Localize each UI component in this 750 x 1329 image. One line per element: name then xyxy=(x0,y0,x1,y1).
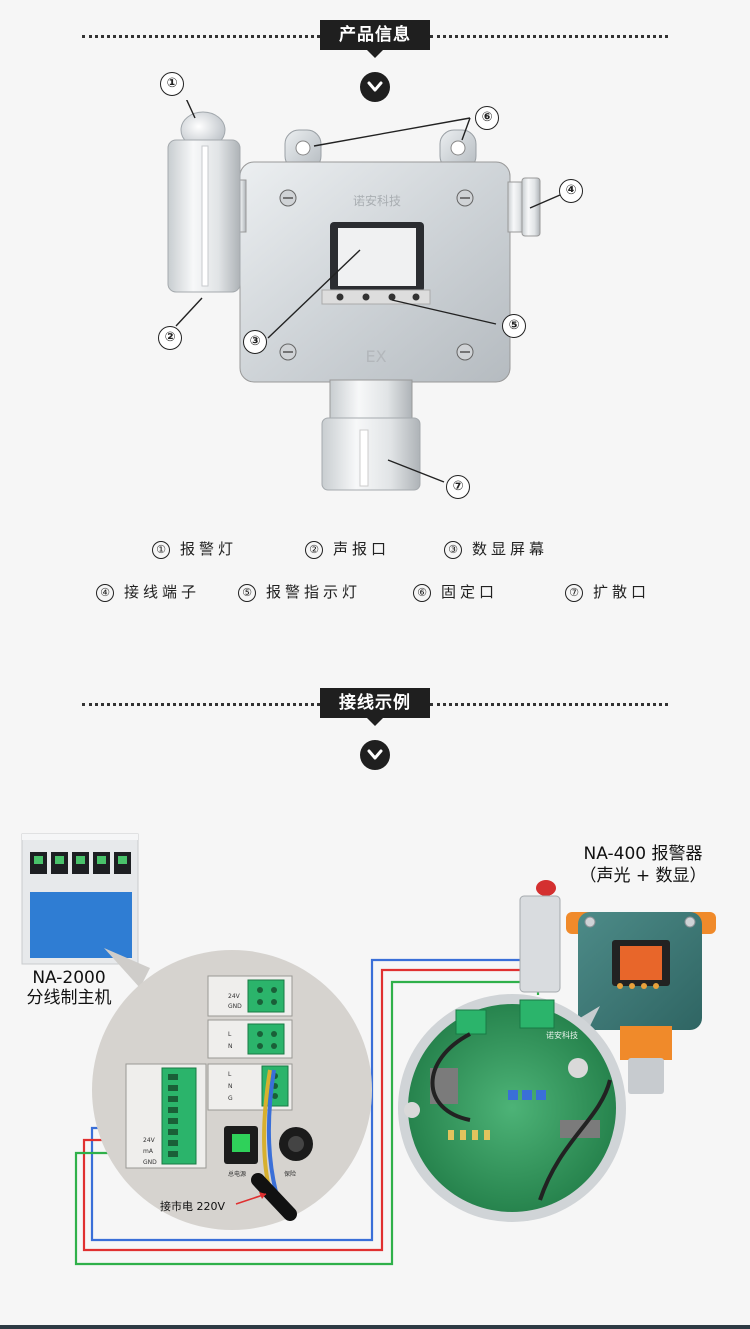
svg-text:保险: 保险 xyxy=(284,1170,296,1178)
chevron-down-icon xyxy=(360,740,390,770)
callout-1: ① xyxy=(160,72,184,96)
controller-model: NA-2000 xyxy=(32,968,106,988)
wiring-diagram: 24V GND L N L N G 24V mA GND 总电源 保险 接市电 … xyxy=(21,833,716,1266)
svg-text:诺安科技: 诺安科技 xyxy=(353,193,401,208)
svg-text:GND: GND xyxy=(228,1003,242,1010)
section-divider-right xyxy=(430,703,668,706)
chevron-down-icon xyxy=(360,72,390,102)
svg-text:EX: EX xyxy=(365,347,386,366)
footer-bar xyxy=(0,1325,750,1329)
svg-text:N: N xyxy=(228,1043,233,1050)
callout-5: ⑤ xyxy=(502,314,526,338)
alarm-model: NA-400 报警器 xyxy=(583,844,703,864)
svg-text:L: L xyxy=(228,1071,232,1078)
svg-text:mA: mA xyxy=(143,1148,154,1155)
svg-text:24V: 24V xyxy=(228,993,241,1000)
section-title-wiring-example: 接线示例 xyxy=(320,688,430,726)
svg-text:接市电 220V: 接市电 220V xyxy=(160,1199,225,1213)
gas-detector-illustration: 诺安科技 EX xyxy=(167,100,561,491)
callout-4: ④ xyxy=(559,179,583,203)
section-divider-left xyxy=(82,703,320,706)
svg-text:N: N xyxy=(228,1083,233,1090)
svg-text:L: L xyxy=(228,1031,232,1038)
svg-text:G: G xyxy=(228,1095,233,1102)
callout-3: ③ xyxy=(243,330,267,354)
controller-description: 分线制主机 xyxy=(26,988,112,1008)
callout-2: ② xyxy=(158,326,182,350)
section-title-product-info: 产品信息 xyxy=(320,20,430,58)
section-divider-right xyxy=(430,35,668,38)
svg-text:诺安科技: 诺安科技 xyxy=(546,1030,578,1040)
section-divider-left xyxy=(82,35,320,38)
svg-text:总电源: 总电源 xyxy=(228,1170,246,1178)
svg-text:24V: 24V xyxy=(143,1137,156,1144)
callout-6: ⑥ xyxy=(475,106,499,130)
callout-7: ⑦ xyxy=(446,475,470,499)
svg-text:GND: GND xyxy=(143,1159,157,1166)
alarm-description: （声光 + 数显） xyxy=(579,866,707,886)
